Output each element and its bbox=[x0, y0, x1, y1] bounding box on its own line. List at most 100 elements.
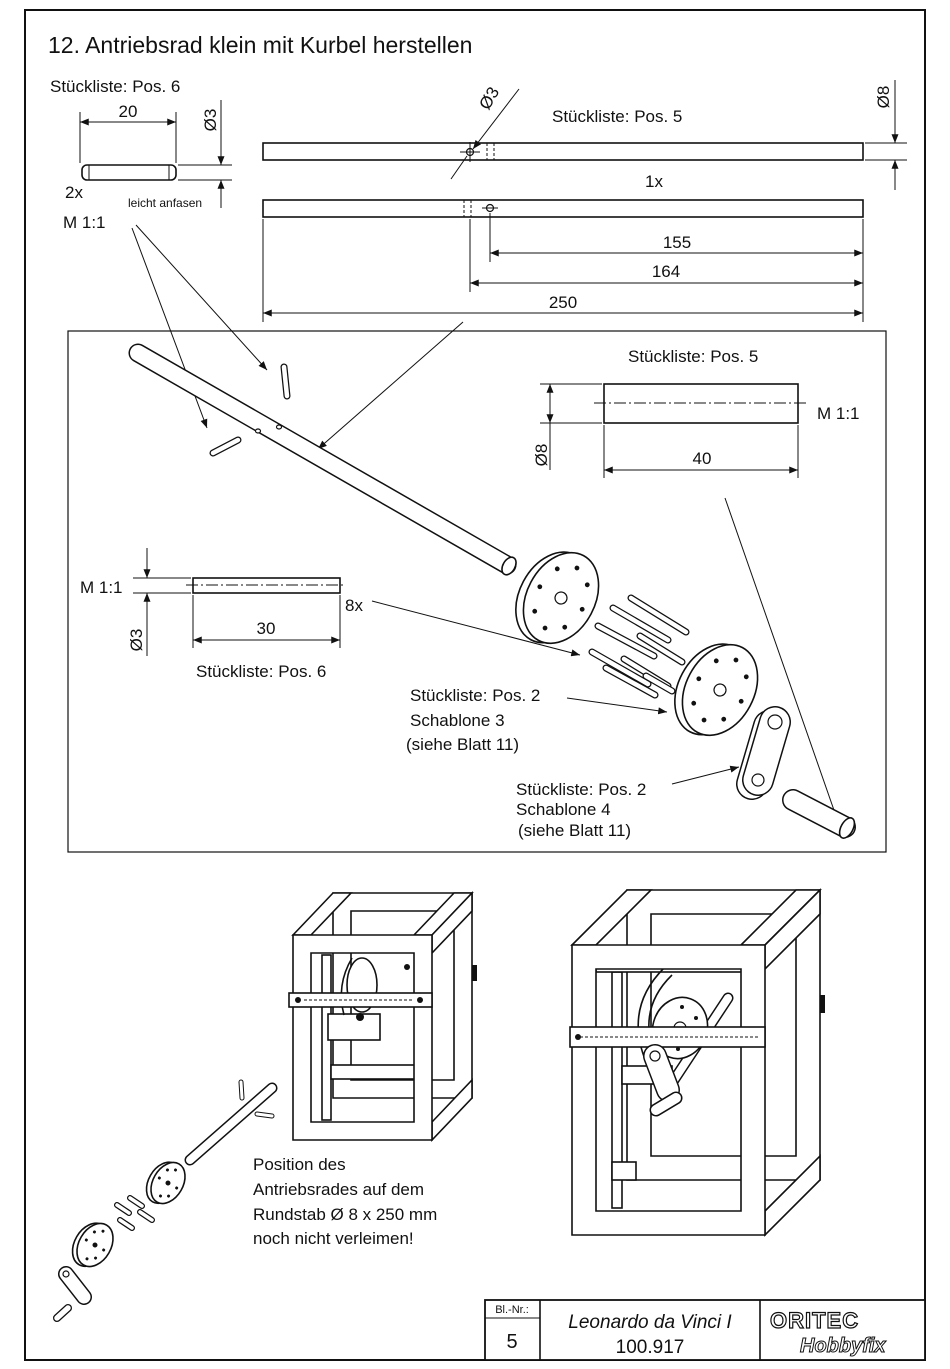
wheel-see-sheet: (siehe Blatt 11) bbox=[406, 735, 519, 754]
bar-dimension-155-label: 155 bbox=[663, 233, 691, 252]
crank-leader bbox=[671, 765, 740, 785]
pin-length-label: 20 bbox=[119, 102, 138, 121]
wheel1-hole bbox=[562, 624, 568, 630]
handle-fill bbox=[783, 790, 855, 837]
rod-hole-1 bbox=[254, 428, 262, 434]
frame-b-wheel-hole bbox=[676, 1047, 680, 1051]
wheel-callout: Stückliste: Pos. 2 Schablone 3 (siehe Bl… bbox=[406, 686, 668, 754]
wheel2-hole bbox=[738, 698, 744, 704]
pin-leader-1 bbox=[135, 224, 268, 371]
pin-fill bbox=[610, 605, 671, 643]
wheel-parts-ref: Stückliste: Pos. 2 bbox=[410, 686, 540, 705]
rod-end bbox=[501, 556, 517, 576]
small-wheel-hole bbox=[157, 1176, 161, 1180]
wheel2-hole bbox=[721, 716, 727, 722]
rod-hole-2 bbox=[275, 424, 283, 430]
small-wheel-hole bbox=[101, 1229, 105, 1233]
frame-b-handle-fill bbox=[651, 1093, 681, 1115]
bar-quantity: 1x bbox=[645, 172, 663, 191]
pin-fill bbox=[637, 633, 685, 665]
small-pin-fill bbox=[115, 1203, 131, 1215]
bar-side-view bbox=[262, 199, 864, 218]
bar-dimension-250-label: 250 bbox=[549, 293, 577, 312]
frame-a-screw bbox=[404, 964, 410, 970]
wheel1-hole bbox=[532, 608, 538, 614]
frame-a-housing bbox=[327, 1013, 381, 1041]
frame-b-front bbox=[571, 944, 766, 1236]
pin-30-detail: M 1:1 Ø3 30 Stückliste: Pos. 6 8x bbox=[80, 548, 581, 681]
pin-detail: Stückliste: Pos. 6 20 Ø3 2x leicht anfas… bbox=[50, 77, 268, 429]
pin-fill bbox=[643, 673, 675, 694]
bar-parts-ref: Stückliste: Pos. 5 bbox=[552, 107, 682, 126]
sheet-border bbox=[24, 9, 926, 1361]
small-crank-fill bbox=[59, 1267, 91, 1304]
rod-8mm bbox=[128, 343, 517, 576]
crank-template: Schablone 4 bbox=[516, 800, 611, 819]
wheel1-hole bbox=[542, 625, 548, 631]
exploded-view-frame bbox=[67, 330, 887, 853]
pin-b-fill bbox=[210, 437, 241, 456]
small-exploded-view bbox=[53, 1079, 278, 1322]
article-number: 100.917 bbox=[616, 1337, 685, 1358]
rack-hole bbox=[417, 997, 423, 1003]
wheel1-hole bbox=[579, 606, 585, 612]
crank-see-sheet: (siehe Blatt 11) bbox=[518, 821, 631, 840]
pin-diameter-label: Ø3 bbox=[201, 109, 220, 132]
handle-end bbox=[838, 817, 856, 839]
pin30-leader bbox=[371, 600, 581, 657]
small-wheel-hole bbox=[92, 1230, 96, 1234]
wheel2-hole bbox=[701, 717, 707, 723]
small-pin-fill bbox=[255, 1112, 274, 1118]
small-pin-fill bbox=[239, 1080, 244, 1100]
brand-logo: ORITEC bbox=[770, 1308, 859, 1333]
crank-hole-bottom bbox=[751, 773, 765, 787]
bar-dimension-164-label: 164 bbox=[652, 262, 680, 281]
frame-b-big-wheel-arc bbox=[637, 967, 665, 1063]
frame-b-rack-hole bbox=[575, 1034, 581, 1040]
small-wheel-hole bbox=[94, 1256, 98, 1260]
dowel-detail: Stückliste: Pos. 5 M 1:1 Ø8 40 bbox=[532, 347, 860, 837]
wheel1-center-hole bbox=[554, 591, 568, 605]
wheel-pins bbox=[588, 594, 690, 699]
assembly-frame-right bbox=[569, 888, 825, 1237]
sheet-number: 5 bbox=[506, 1331, 517, 1353]
dowel-length-label: 40 bbox=[693, 449, 712, 468]
wheel2-hole bbox=[713, 658, 719, 664]
bar-top-view bbox=[262, 142, 864, 161]
pin30-quantity: 8x bbox=[345, 596, 363, 615]
pin30-length-label: 30 bbox=[257, 619, 276, 638]
wheel2-center-hole bbox=[713, 683, 727, 697]
bar-detail: Stückliste: Pos. 5 Ø3 Ø8 1x 155 164 250 bbox=[262, 80, 907, 450]
wheel1-hole bbox=[554, 566, 560, 572]
small-crank-hole bbox=[62, 1270, 70, 1278]
assembly-note: Position des Antriebsrades auf dem Runds… bbox=[253, 1155, 437, 1248]
small-handle-fill bbox=[54, 1305, 71, 1321]
frame-b-block bbox=[611, 1161, 637, 1181]
note-line: noch nicht verleimen! bbox=[253, 1229, 414, 1248]
drive-wheel-back bbox=[674, 643, 759, 737]
small-wheel-hole bbox=[175, 1186, 179, 1190]
wheel1-hole bbox=[584, 582, 590, 588]
crank-hole-top bbox=[767, 714, 783, 730]
project-name: Leonardo da Vinci I bbox=[568, 1312, 732, 1333]
small-wheel-1 bbox=[145, 1161, 186, 1205]
crank-parts-ref: Stückliste: Pos. 2 bbox=[516, 780, 646, 799]
small-wheel-hole bbox=[165, 1180, 171, 1186]
small-wheel-hole bbox=[159, 1194, 162, 1198]
dowel-leader bbox=[724, 497, 844, 837]
exploded-pins bbox=[209, 363, 291, 457]
title-block-frame bbox=[484, 1299, 926, 1361]
small-wheel-2 bbox=[71, 1222, 114, 1268]
pin-body bbox=[81, 164, 177, 181]
wheel2-hole bbox=[691, 700, 697, 706]
wheel2-hole bbox=[696, 676, 702, 682]
small-pin-fill bbox=[118, 1218, 134, 1230]
bar-hole-leader bbox=[472, 88, 520, 150]
brand-logo-line: Hobbyfix bbox=[800, 1335, 886, 1357]
frame-a-knob bbox=[472, 965, 477, 981]
pin-quantity: 2x bbox=[65, 183, 83, 202]
frame-b-knob bbox=[820, 995, 825, 1013]
rod-fill bbox=[130, 345, 515, 573]
pin-fill bbox=[595, 623, 657, 659]
frame-a-wheel-arc bbox=[340, 957, 353, 1016]
